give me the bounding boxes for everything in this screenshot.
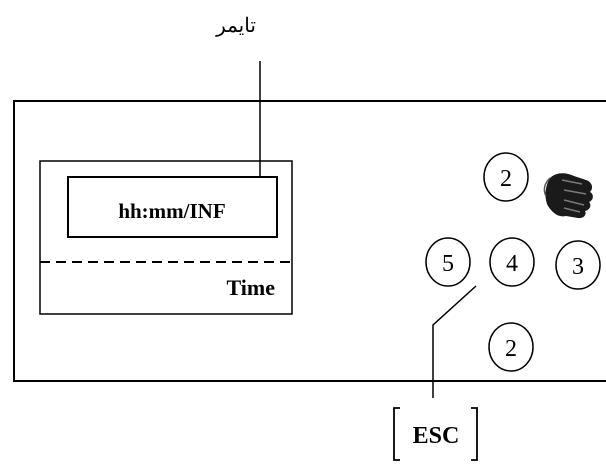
key-top-label: 2	[500, 166, 512, 192]
key-right-label: 3	[572, 254, 584, 280]
esc-callout-label: ESC	[413, 423, 460, 449]
timer-callout-label: تایمر	[215, 15, 256, 37]
key-center-label: 4	[506, 251, 518, 277]
key-center[interactable]: 4	[489, 237, 535, 287]
key-left[interactable]: 5	[425, 237, 471, 287]
device-panel	[13, 100, 606, 382]
esc-callout: ESC	[393, 407, 478, 461]
pointing-hand-icon	[543, 173, 593, 219]
esc-callout-line	[432, 285, 477, 398]
key-left-label: 5	[442, 251, 454, 277]
key-bottom[interactable]: 2	[488, 322, 534, 372]
lcd-display	[39, 160, 293, 315]
key-top[interactable]: 2	[483, 152, 529, 202]
key-right[interactable]: 3	[555, 240, 601, 290]
key-bottom-label: 2	[505, 336, 517, 362]
lcd-value-text: hh:mm/INF	[118, 199, 225, 223]
lcd-mode-text: Time	[227, 275, 276, 300]
lcd-value-box	[67, 176, 278, 238]
